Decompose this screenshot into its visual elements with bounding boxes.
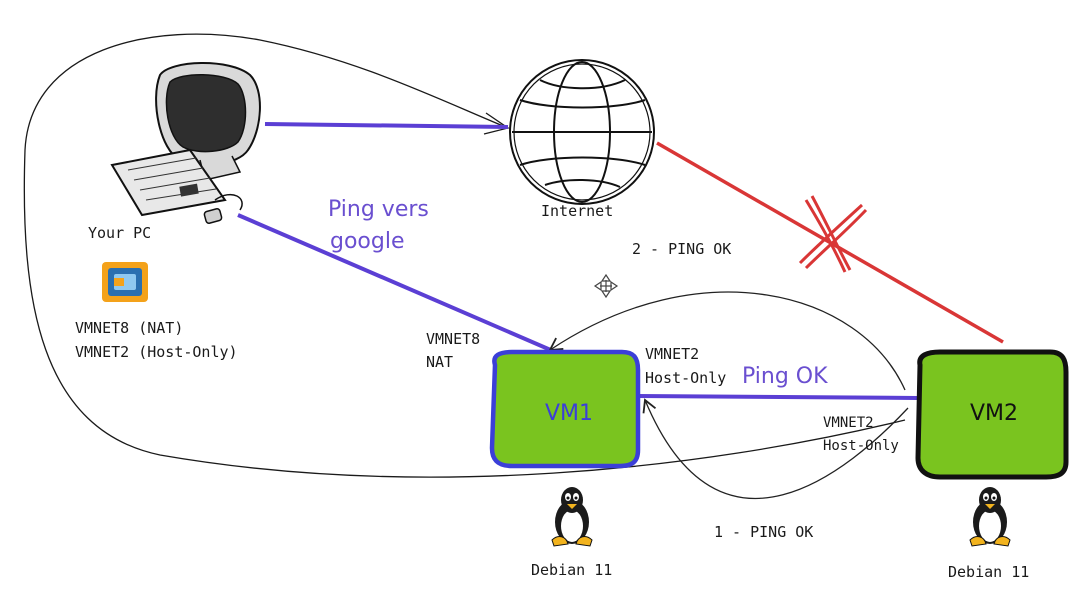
ping-ok-label: Ping OK	[742, 364, 828, 389]
ping-ok-2-arrow	[548, 291, 906, 391]
blocked-cross-icon	[798, 195, 868, 273]
vm1-box: VM1	[489, 349, 641, 469]
ping-ok-2-label: 2 - PING OK	[632, 240, 731, 258]
pc-label: Your PC	[88, 224, 151, 242]
vm1-nat-link	[237, 213, 554, 353]
move-cursor-icon	[593, 273, 619, 299]
vm2-nic-hostonly-line2: Host-Only	[823, 438, 899, 454]
desktop-computer-icon	[110, 62, 261, 224]
host-network-loop-arrowhead	[483, 112, 510, 135]
vmnet2-hostonly-label: VMNET2 (Host-Only)	[75, 343, 238, 361]
vm1-label: VM1	[545, 401, 593, 426]
vm2-os-label: Debian 11	[948, 563, 1029, 581]
ping-google-label-line2: google	[330, 229, 405, 254]
vm1-nic-hostonly-line2: Host-Only	[645, 369, 726, 387]
vm2-box: VM2	[915, 349, 1069, 480]
host-network-loop	[23, 33, 906, 478]
ping-ok-1-arrow	[642, 398, 909, 500]
ping-google-label-line1: Ping vers	[328, 197, 429, 222]
globe-icon	[509, 59, 655, 205]
internet-label: Internet	[541, 202, 613, 220]
vm1-nic-hostonly-line1: VMNET2	[645, 345, 699, 363]
vmware-workstation-icon	[102, 262, 148, 302]
tux-penguin-icon	[969, 487, 1011, 547]
tux-penguin-icon	[551, 487, 593, 547]
ping-ok-1-label: 1 - PING OK	[714, 523, 813, 541]
vm1-nic-nat-line1: VMNET8	[426, 330, 480, 348]
vm2-nic-hostonly-line1: VMNET2	[823, 415, 874, 431]
vmnet8-nat-label: VMNET8 (NAT)	[75, 319, 183, 337]
vm1-os-label: Debian 11	[531, 561, 612, 579]
vm2-label: VM2	[970, 401, 1018, 426]
vm1-nic-nat-line2: NAT	[426, 353, 453, 371]
vm1-vm2-hostonly-link	[637, 394, 918, 400]
pc-internet-link	[264, 122, 509, 129]
